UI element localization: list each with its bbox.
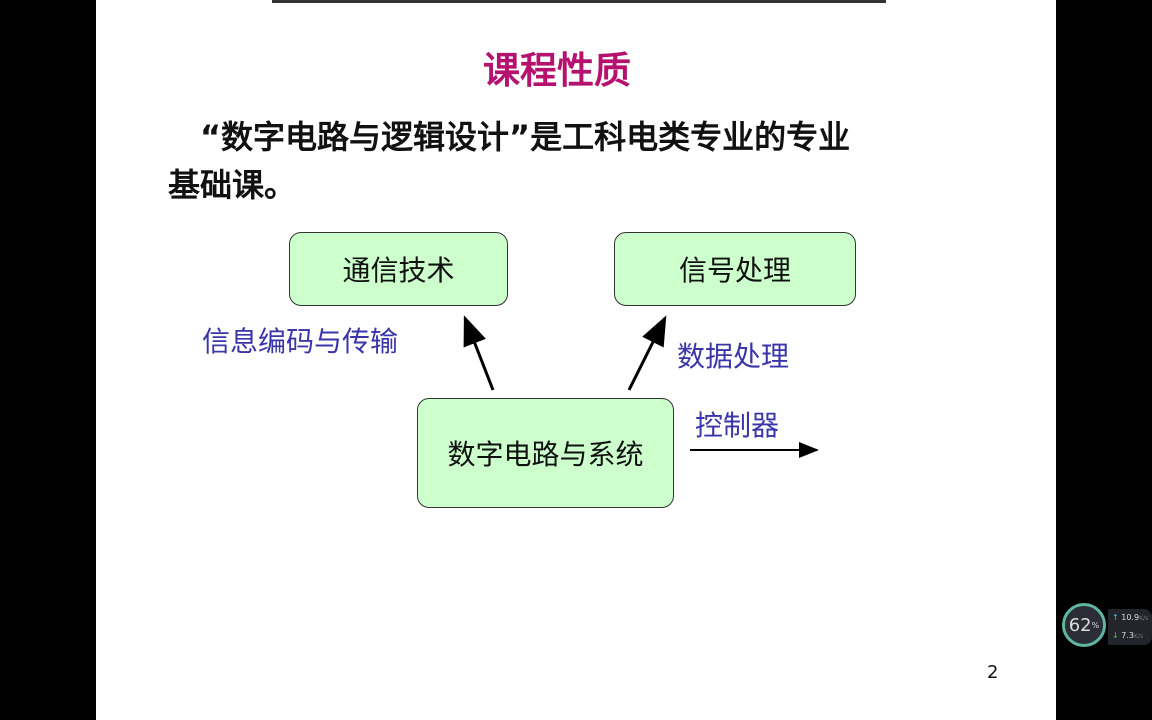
download-value: 7.3 [1121,631,1134,640]
label-data-processing: 数据处理 [677,340,790,373]
cpu-unit: % [1091,620,1100,630]
box-signal-processing: 信号处理 [614,232,856,306]
box-communication: 通信技术 [289,232,508,306]
label-controller: 控制器 [695,409,780,442]
slide [96,0,1056,720]
paragraph-line-1: “数字电路与逻辑设计”是工科电类专业的专业 [200,118,851,156]
download-unit: K/s [1133,633,1144,640]
paragraph-line-2: 基础课。 [168,166,297,204]
box-digital-circuits: 数字电路与系统 [417,398,674,508]
download-speed: ↓ 7.3K/s [1108,627,1152,645]
label-encoding: 信息编码与传输 [202,325,399,358]
upload-unit: K/s [1139,615,1149,622]
upload-arrow-icon: ↑ [1112,613,1119,622]
slide-top-bar [272,0,886,3]
upload-value: 10.9 [1121,613,1140,622]
upload-speed: ↑ 10.9K/s [1108,609,1152,627]
page-number: 2 [987,662,999,683]
arrow-to-communication [463,315,495,391]
arrow-to-signal [627,315,667,391]
cpu-value: 62 [1068,614,1092,636]
network-monitor-widget[interactable]: 62% ↑ 10.9K/s ↓ 7.3K/s [1062,603,1152,651]
slide-title: 课程性质 [483,49,631,92]
download-arrow-icon: ↓ [1112,631,1119,640]
cpu-gauge: 62% [1062,603,1106,647]
